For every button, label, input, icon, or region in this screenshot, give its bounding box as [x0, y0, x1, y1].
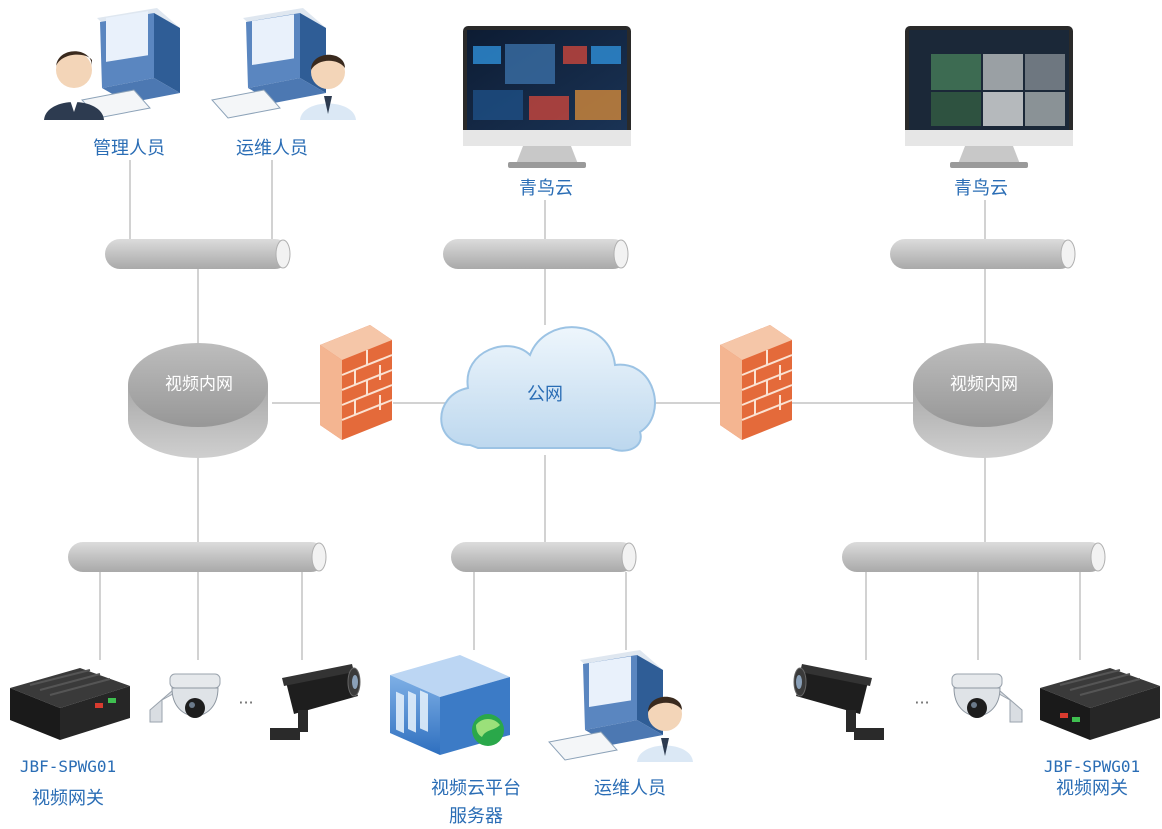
- ops-label-top: 运维人员: [236, 138, 308, 159]
- intranet-router-icon: [913, 343, 1053, 458]
- network-bus-icon: [890, 239, 1076, 269]
- left-more-cameras-ellipsis: ···: [238, 693, 254, 712]
- network-bus-icon: [443, 239, 629, 269]
- network-bus-icon: [842, 542, 1106, 572]
- cloud-icon: [440, 326, 656, 452]
- ops-label-bottom: 运维人员: [594, 778, 666, 799]
- video-gateway-icon: [1040, 668, 1160, 740]
- right-gateway-name: 视频网关: [1056, 778, 1128, 799]
- monitor-icon: [905, 26, 1073, 168]
- monitor-icon: [463, 26, 631, 168]
- ops-workstation-icon: [548, 650, 693, 762]
- connection-lines: [99, 160, 1081, 660]
- right-more-cameras-ellipsis: ···: [914, 693, 930, 712]
- ops-workstation-icon: [211, 8, 356, 120]
- server-label-line1: 视频云平台: [431, 778, 521, 799]
- dome-camera-icon: [149, 673, 221, 723]
- video-gateway-icon: [10, 668, 130, 740]
- left-intranet-label: 视频内网: [165, 374, 233, 395]
- admin-label: 管理人员: [93, 138, 165, 159]
- cloud-client-left-label: 青鸟云: [519, 178, 573, 199]
- admin-workstation-icon: [44, 8, 180, 120]
- firewall-icon: [320, 325, 393, 440]
- intranet-router-icon: [128, 343, 268, 458]
- bullet-camera-icon: [793, 664, 884, 740]
- server-label-line2: 服务器: [449, 806, 503, 827]
- left-gateway-model: JBF-SPWG01: [19, 757, 117, 776]
- network-bus-icon: [105, 239, 291, 269]
- bullet-camera-icon: [270, 664, 361, 740]
- cloud-client-right-label: 青鸟云: [954, 178, 1008, 199]
- network-bus-icon: [451, 542, 637, 572]
- left-gateway-name: 视频网关: [32, 788, 104, 809]
- server-icon: [390, 655, 510, 755]
- firewall-icon: [720, 325, 793, 440]
- right-intranet-label: 视频内网: [950, 374, 1018, 395]
- public-net-label: 公网: [527, 384, 563, 405]
- dome-camera-icon: [951, 673, 1023, 723]
- right-gateway-model: JBF-SPWG01: [1043, 757, 1141, 776]
- network-bus-icon: [68, 542, 327, 572]
